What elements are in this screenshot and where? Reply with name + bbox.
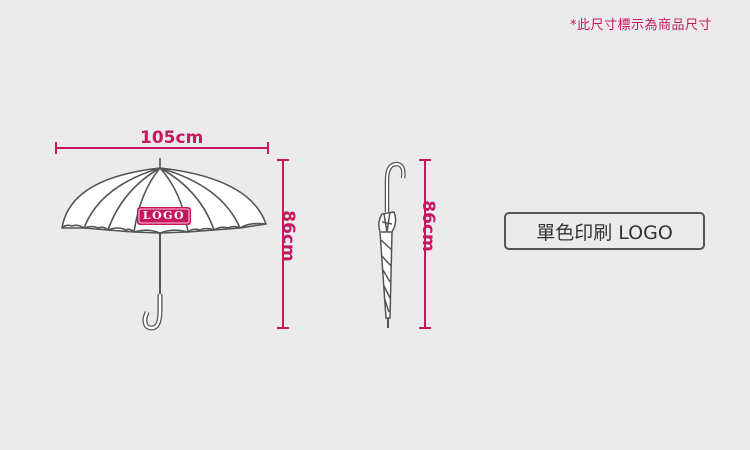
open-height-label: 86cm	[278, 210, 298, 262]
closed-umbrella-icon	[378, 161, 406, 328]
width-dimension-line	[55, 142, 269, 154]
logo-area	[137, 207, 191, 225]
closed-height-label: 86cm	[418, 200, 438, 252]
print-method-label: 單色印刷 LOGO	[536, 221, 673, 244]
open-umbrella-icon	[61, 158, 267, 331]
print-method-box: 單色印刷 LOGO	[504, 212, 705, 250]
width-label: 105cm	[140, 128, 204, 148]
height-dimension-line-closed	[419, 159, 431, 329]
logo-text: LOGO	[142, 209, 186, 222]
height-dimension-line-open	[277, 159, 289, 329]
size-note: *此尺寸標示為商品尺寸	[569, 18, 712, 33]
